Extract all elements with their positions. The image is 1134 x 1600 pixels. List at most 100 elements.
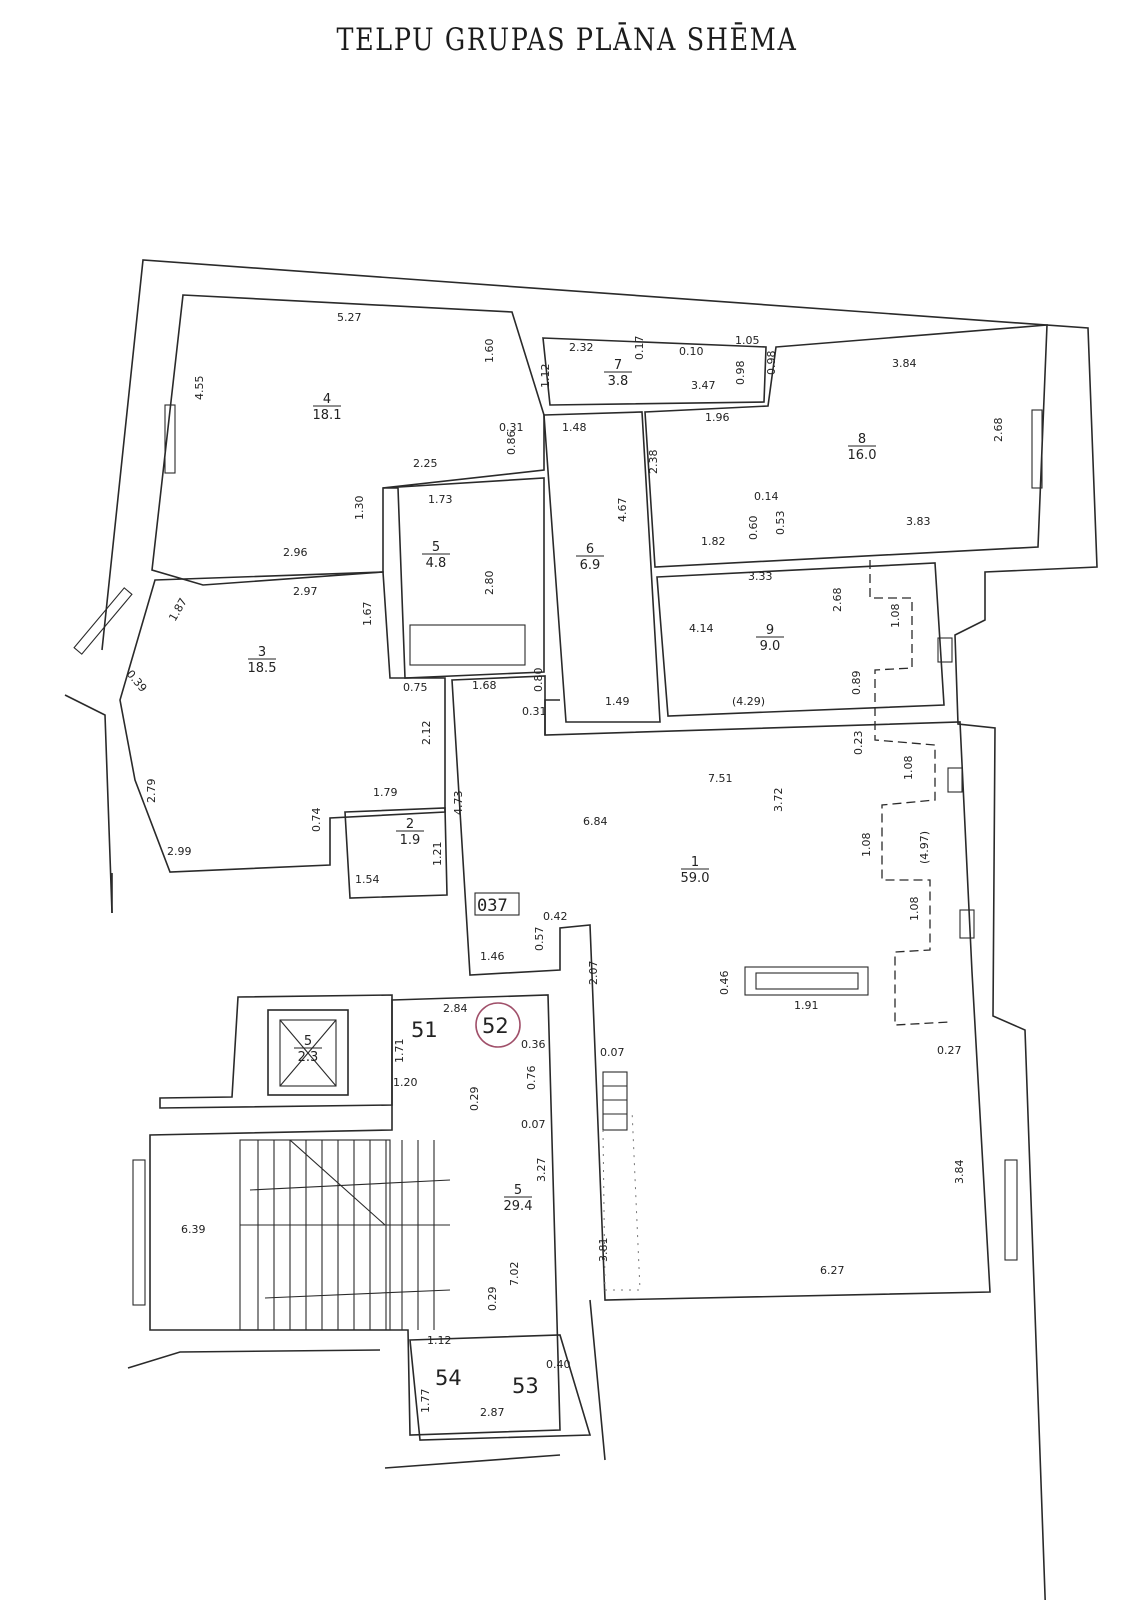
dimension-label: 3.84 xyxy=(953,1160,966,1185)
dimension-label: 0.31 xyxy=(499,421,524,434)
dimension-label: 7.51 xyxy=(708,772,733,785)
dimension-label: 0.53 xyxy=(774,511,787,536)
building-outline xyxy=(64,259,1098,1600)
dimension-label: 2.12 xyxy=(420,721,433,746)
dimension-label: 1.68 xyxy=(472,679,497,692)
dimension-label: 0.86 xyxy=(505,431,518,456)
dimension-label: 1.91 xyxy=(794,999,819,1012)
room-3-area: 18.5 xyxy=(248,661,277,676)
room-7-label: 73.8 xyxy=(604,358,632,389)
dimension-label: 2.87 xyxy=(480,1406,505,1419)
dimension-label: 0.07 xyxy=(600,1046,625,1059)
dimension-label: 1.67 xyxy=(361,602,374,627)
room-1-number: 1 xyxy=(691,855,699,870)
room-4-label: 418.1 xyxy=(313,392,342,423)
dimension-label: 2.07 xyxy=(587,961,600,986)
dimension-label: 0.07 xyxy=(521,1118,546,1131)
dimension-label: 0.98 xyxy=(765,351,778,376)
room-6-label: 66.9 xyxy=(576,542,604,573)
marker-54: 54 xyxy=(435,1366,462,1390)
dimension-label: 0.75 xyxy=(403,681,428,694)
code-box xyxy=(474,892,520,916)
lift-5-number: 5 xyxy=(304,1034,312,1049)
room-4-number: 4 xyxy=(323,392,331,407)
stair-hall-walls xyxy=(149,994,561,1436)
dimension-label: 2.68 xyxy=(831,588,844,613)
dimension-label: 6.39 xyxy=(181,1223,206,1236)
room-3-walls xyxy=(119,571,446,873)
dashed-partition xyxy=(869,560,951,1026)
dimension-label: 3.83 xyxy=(906,515,931,528)
dimension-label: 1.08 xyxy=(860,833,873,858)
dimension-labels: 5.274.551.600.310.862.251.731.302.962.80… xyxy=(124,311,1005,1419)
dimension-label: 1.48 xyxy=(562,421,587,434)
dimension-label: 6.27 xyxy=(820,1264,845,1277)
dimension-label: 1.08 xyxy=(902,756,915,781)
dimension-label: 6.84 xyxy=(583,815,608,828)
dimension-label: 2.84 xyxy=(443,1002,468,1015)
dimension-label: 4.67 xyxy=(616,498,629,523)
dimension-label: 0.46 xyxy=(718,971,731,996)
dimension-label: 1.71 xyxy=(393,1039,406,1064)
dimension-label: 4.14 xyxy=(689,622,714,635)
stair-5-label: 529.4 xyxy=(504,1183,533,1214)
dimension-label: 1.30 xyxy=(353,496,366,521)
room-labels: 159.0 21.9 318.5 418.1 54.8 66.9 73.8 816.0 99.0… xyxy=(248,358,877,1214)
bathtub xyxy=(409,624,526,666)
dimension-label: 1.82 xyxy=(701,535,726,548)
dimension-label: 1.12 xyxy=(427,1334,452,1347)
plan-title: TELPU GRUPAS PLĀNA SHĒMA xyxy=(336,22,798,58)
room-5-label: 54.8 xyxy=(422,540,450,571)
windows xyxy=(73,404,1043,1306)
dimension-label: 5.27 xyxy=(337,311,362,324)
room-4-area: 18.1 xyxy=(313,408,342,423)
lower-corridor-walls xyxy=(159,994,393,1109)
dimension-label: 1.12 xyxy=(539,364,552,389)
lift-5-area: 2.3 xyxy=(298,1050,319,1065)
room-9-number: 9 xyxy=(766,623,774,638)
dimension-label: 1.49 xyxy=(605,695,630,708)
dimension-label: 1.46 xyxy=(480,950,505,963)
dimension-label: 3.27 xyxy=(535,1158,548,1183)
lift-shaft xyxy=(267,1009,349,1096)
dimension-label: 1.08 xyxy=(908,897,921,922)
room-2-label: 21.9 xyxy=(396,817,424,848)
dimension-label: 0.17 xyxy=(633,336,646,361)
dimension-label: 1.77 xyxy=(419,1389,432,1414)
room-8-label: 816.0 xyxy=(848,432,877,463)
dimension-label: 4.73 xyxy=(452,791,465,816)
counter xyxy=(744,966,869,996)
room-6-number: 6 xyxy=(586,542,594,557)
dimension-label: 1.05 xyxy=(735,334,760,347)
landing-walls xyxy=(409,1334,592,1441)
dimension-label: 2.25 xyxy=(413,457,438,470)
dimension-label: 0.57 xyxy=(533,927,546,952)
room-3-number: 3 xyxy=(258,645,266,660)
room-6-walls xyxy=(543,411,661,723)
room-9-label: 99.0 xyxy=(756,623,784,654)
dimension-label: 1.96 xyxy=(705,411,730,424)
dimension-label: (4.29) xyxy=(732,695,765,708)
dimension-label: 2.80 xyxy=(483,571,496,596)
dimension-label: 2.38 xyxy=(647,450,660,475)
dimension-label: 0.89 xyxy=(850,671,863,696)
dimension-label: 2.99 xyxy=(167,845,192,858)
dimension-label: 1.20 xyxy=(393,1076,418,1089)
dimension-label: 0.60 xyxy=(747,516,760,541)
room-6-area: 6.9 xyxy=(580,558,601,573)
stair-5-number: 5 xyxy=(514,1183,522,1198)
markers: 037 51 52 53 54 xyxy=(411,892,539,1398)
room-1-label: 159.0 xyxy=(681,855,710,886)
dimension-label: 1.87 xyxy=(166,596,190,624)
room-7-number: 7 xyxy=(614,358,622,373)
dimension-label: 3.33 xyxy=(748,570,773,583)
dimension-label: 4.55 xyxy=(193,376,206,401)
dimension-label: 1.21 xyxy=(431,842,444,867)
dimension-label: 0.14 xyxy=(754,490,779,503)
room-5-number: 5 xyxy=(432,540,440,555)
dimension-label: 0.42 xyxy=(543,910,568,923)
dimension-label: 0.74 xyxy=(310,808,323,833)
dimension-label: 0.29 xyxy=(468,1087,481,1112)
staircase xyxy=(239,1139,451,1331)
